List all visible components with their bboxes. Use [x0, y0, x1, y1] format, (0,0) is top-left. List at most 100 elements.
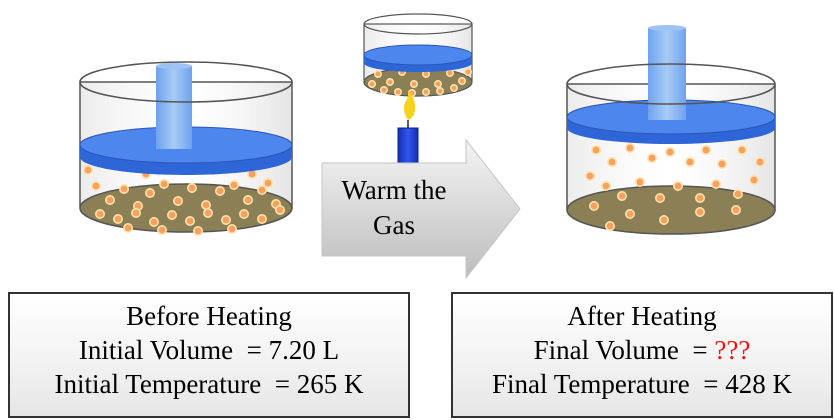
gas-particle [91, 181, 102, 192]
gas-particle [393, 88, 402, 97]
final-temperature-label: Final Temperature [491, 369, 690, 399]
initial-temperature-line: Initial Temperature = 265 K [54, 369, 364, 399]
gas-particle [664, 147, 675, 158]
gas-particle [227, 224, 238, 235]
gas-particle [658, 215, 669, 226]
gas-particle [584, 171, 595, 182]
flame [403, 90, 416, 120]
piston [363, 44, 473, 66]
gas-particle [672, 181, 683, 192]
gas-particle [421, 88, 430, 97]
gas-particle [149, 217, 160, 228]
gas-particle [433, 80, 442, 89]
gas-particle [215, 186, 226, 197]
gas-particle [95, 209, 106, 220]
gas-particle [385, 78, 394, 87]
gas-particle [736, 145, 747, 156]
gas-particle [634, 177, 645, 188]
gas-particle [367, 80, 376, 89]
before-heating-box: Before Heating Initial Volume = 7.20 L I… [8, 292, 410, 418]
gas-particle [694, 207, 705, 218]
gas-particle [119, 184, 130, 195]
gas-particle [256, 214, 267, 225]
gas-particle [256, 185, 267, 196]
gas-particle [449, 84, 458, 93]
arrow-label-line1: Warm the [341, 175, 446, 205]
gas-particles [584, 143, 765, 232]
gas-particle [604, 221, 615, 232]
gas-particle [105, 195, 116, 206]
gas-particle [616, 191, 627, 202]
gas-particle [409, 80, 418, 89]
initial-temperature-value: 265 K [296, 369, 364, 399]
gas-particle [590, 145, 601, 156]
gas-particles [83, 165, 285, 237]
after-title: After Heating [567, 301, 717, 331]
gas-particle [159, 179, 170, 190]
gas-particle [730, 205, 741, 216]
gas-particle [157, 225, 168, 236]
gas-particle [221, 215, 232, 226]
after-heating-box: After Heating Final Volume = ??? Final T… [451, 292, 833, 418]
initial-volume-value: 7.20 L [268, 335, 340, 365]
gas-particle [274, 205, 285, 216]
gas-particle [193, 226, 204, 237]
gas-particle [624, 143, 635, 154]
final-volume-line: Final Volume = ??? [533, 335, 751, 365]
initial-temperature-label: Initial Temperature [54, 369, 262, 399]
piston-rod [156, 66, 192, 149]
candle [397, 90, 419, 173]
gas-particle [113, 214, 124, 225]
gas-particle [445, 69, 454, 78]
gas-particle [463, 68, 472, 77]
gas-particle [373, 70, 382, 79]
container-after [566, 25, 776, 235]
gas-particle [435, 87, 444, 96]
final-temperature-line: Final Temperature = 428 K [491, 369, 793, 399]
initial-volume-line: Initial Volume = 7.20 L [78, 335, 340, 365]
gas-particle [201, 200, 212, 211]
final-volume-value: ??? [714, 335, 751, 365]
gas-particle [754, 157, 765, 168]
gas-particle [123, 223, 134, 234]
container-small [363, 13, 473, 98]
gas-particle [624, 209, 635, 220]
gas-floor [79, 183, 293, 233]
gas-particle [203, 208, 214, 219]
gas-particle [710, 179, 721, 190]
final-volume-label: Final Volume [533, 335, 679, 365]
gas-particle [167, 210, 178, 221]
gas-particle [716, 159, 727, 170]
gas-particle [145, 188, 156, 199]
container-before [79, 61, 293, 237]
gas-particle [239, 209, 250, 220]
gas-particle [457, 77, 466, 86]
gas-particle [131, 208, 142, 219]
gas-particle [262, 178, 273, 189]
arrow-label-line2: Gas [373, 210, 415, 240]
gas-particle [379, 86, 388, 95]
before-title: Before Heating [126, 301, 292, 331]
gas-particle [646, 153, 657, 164]
gas-particle [243, 195, 254, 206]
gas-particle [83, 165, 94, 176]
initial-volume-label: Initial Volume [78, 335, 234, 365]
gas-particle [229, 180, 240, 191]
piston-rod [648, 28, 686, 120]
gas-particle [600, 181, 611, 192]
gas-particle [700, 145, 711, 156]
heating-arrow: Warm the Gas [321, 138, 521, 280]
gas-particle [654, 193, 665, 204]
gas-particle [173, 196, 184, 207]
gas-particle [588, 201, 599, 212]
gas-particle [732, 189, 743, 200]
gas-particle [185, 216, 196, 227]
gas-particle [748, 175, 759, 186]
gas-particle [684, 157, 695, 168]
final-temperature-value: 428 K [725, 369, 793, 399]
gas-floor [566, 185, 776, 235]
gas-particle [606, 157, 617, 168]
gas-particle [694, 193, 705, 204]
gas-particle [187, 183, 198, 194]
gas-heating-diagram: Warm the Gas [79, 13, 776, 280]
